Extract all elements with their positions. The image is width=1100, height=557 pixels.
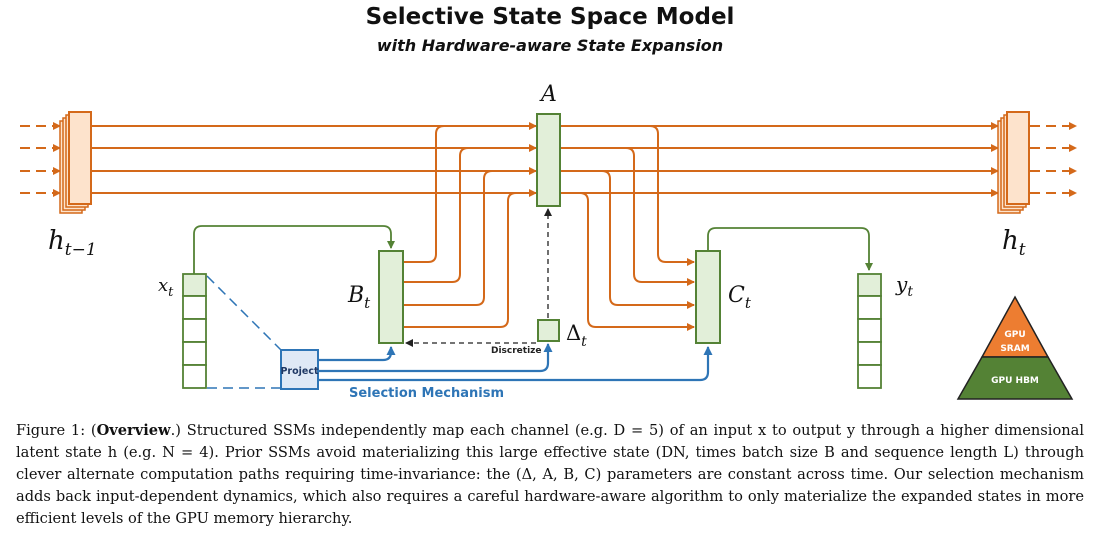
caption-bold: Overview <box>96 422 171 439</box>
gpu-hbm-tier <box>956 356 1074 400</box>
figure-title: Selective State Space Model <box>365 4 735 30</box>
h-prev-label: ht−1 <box>48 226 97 260</box>
h-next-label: ht <box>1002 226 1026 260</box>
state-to-c-paths <box>579 125 695 331</box>
gpu-hbm-label: GPU HBM <box>991 376 1039 386</box>
selection-arrows <box>318 343 713 382</box>
delta-label: Δt <box>566 321 587 350</box>
incoming-state-lines <box>20 122 61 197</box>
h-next-state-block <box>997 111 1030 214</box>
c-to-y-arrow <box>707 227 873 271</box>
b-label: Bt <box>347 283 371 312</box>
c-label: Ct <box>728 283 752 312</box>
x-input-vector <box>182 273 207 389</box>
x-label: xt <box>158 275 174 300</box>
a-label: A <box>539 82 557 107</box>
ssm-diagram: A ht−1 ht xt Bt Ct yt Δt Discretize Proj… <box>20 82 1077 401</box>
figure-subtitle: with Hardware-aware State Expansion <box>376 36 724 55</box>
caption-prefix: Figure 1: ( <box>16 422 97 439</box>
project-box <box>280 349 319 390</box>
project-label: Project <box>280 366 319 377</box>
outgoing-state-lines <box>1030 122 1077 197</box>
gpu-sram-label-line2: SRAM <box>1000 344 1029 354</box>
figure-caption: Figure 1: (Overview.) Structured SSMs in… <box>16 420 1084 530</box>
caption-text: .) Structured SSMs independently map eac… <box>16 422 1084 527</box>
b-to-state-paths <box>403 125 517 328</box>
gpu-sram-label-line1: GPU <box>1004 330 1025 340</box>
discretize-label: Discretize <box>491 346 542 356</box>
delta-block <box>537 319 560 342</box>
gpu-memory-pyramid: GPU SRAM GPU HBM <box>956 295 1074 400</box>
x-to-b-arrow <box>193 225 395 274</box>
a-matrix-block <box>536 113 561 207</box>
selection-mechanism-label: Selection Mechanism <box>349 386 504 401</box>
x-to-project-dashed-lines <box>206 275 282 389</box>
b-matrix-block <box>378 250 404 344</box>
h-prev-state-block <box>59 111 92 214</box>
y-output-vector <box>857 273 882 389</box>
c-matrix-block <box>695 250 721 344</box>
y-label: yt <box>895 272 913 300</box>
